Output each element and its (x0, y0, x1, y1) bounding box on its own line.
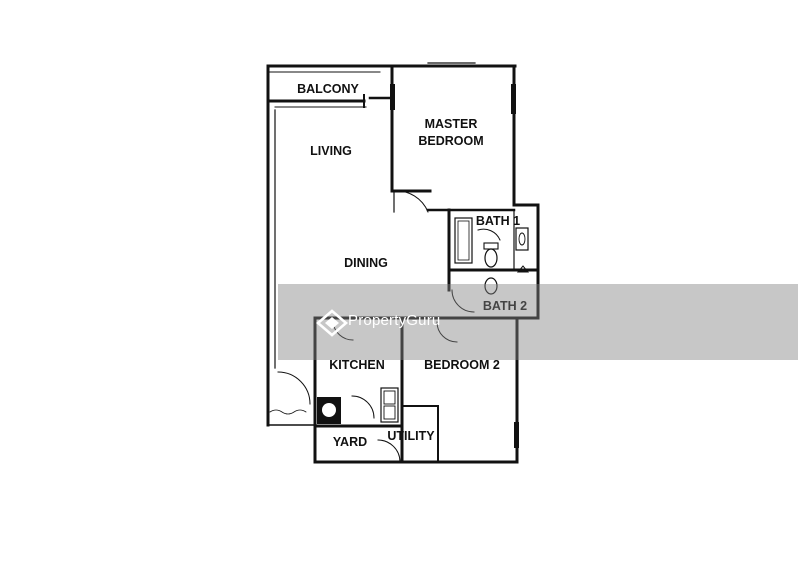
shower-mark-bath2 (516, 265, 530, 273)
toilet-bath2 (484, 277, 498, 295)
utility-room (401, 405, 439, 463)
door-bath1-swing (477, 228, 501, 241)
kitchen-sink-bowl-1 (383, 390, 396, 405)
stove-burner (322, 403, 336, 417)
label-kitchen: KITCHEN (329, 358, 385, 372)
door-utility-swing (377, 439, 401, 463)
door-bath2-swing (451, 289, 475, 313)
basin-bath1 (515, 227, 529, 251)
label-bedroom2: BEDROOM 2 (424, 358, 500, 372)
kitchen-sink-bowl-2 (383, 405, 396, 420)
label-balcony: BALCONY (297, 82, 359, 96)
bathtub (454, 217, 473, 264)
label-utility: UTILITY (387, 429, 435, 443)
toilet-bath1 (484, 248, 498, 268)
kitchen-sink (380, 387, 399, 423)
door-master-swing (393, 190, 429, 213)
watermark-band (278, 284, 798, 360)
window-bed2-right (514, 422, 519, 448)
label-bath1: BATH 1 (476, 214, 520, 228)
walls (266, 62, 540, 464)
label-yard: YARD (333, 435, 367, 449)
label-master-line2: BEDROOM (418, 134, 483, 148)
basin-bowl-bath1 (518, 232, 526, 246)
label-living: LIVING (310, 144, 352, 158)
watermark-text: PropertyGuru (348, 312, 441, 329)
label-master-line1: MASTER (425, 117, 478, 131)
propertyguru-logo-icon (316, 309, 348, 337)
window-master-left (390, 84, 395, 110)
hatch-lower-left (269, 409, 307, 415)
door-living-swing (277, 371, 311, 405)
bathtub-inner (457, 220, 470, 261)
window-master-right (511, 84, 516, 114)
room-labels: BALCONY LIVING MASTER BEDROOM BATH 1 DIN… (297, 82, 527, 449)
label-dining: DINING (344, 256, 388, 270)
toilet-tank-bath1 (483, 242, 499, 250)
label-bath2: BATH 2 (483, 299, 527, 313)
door-yard-swing (351, 395, 375, 419)
door-bed2-swing (436, 321, 458, 343)
